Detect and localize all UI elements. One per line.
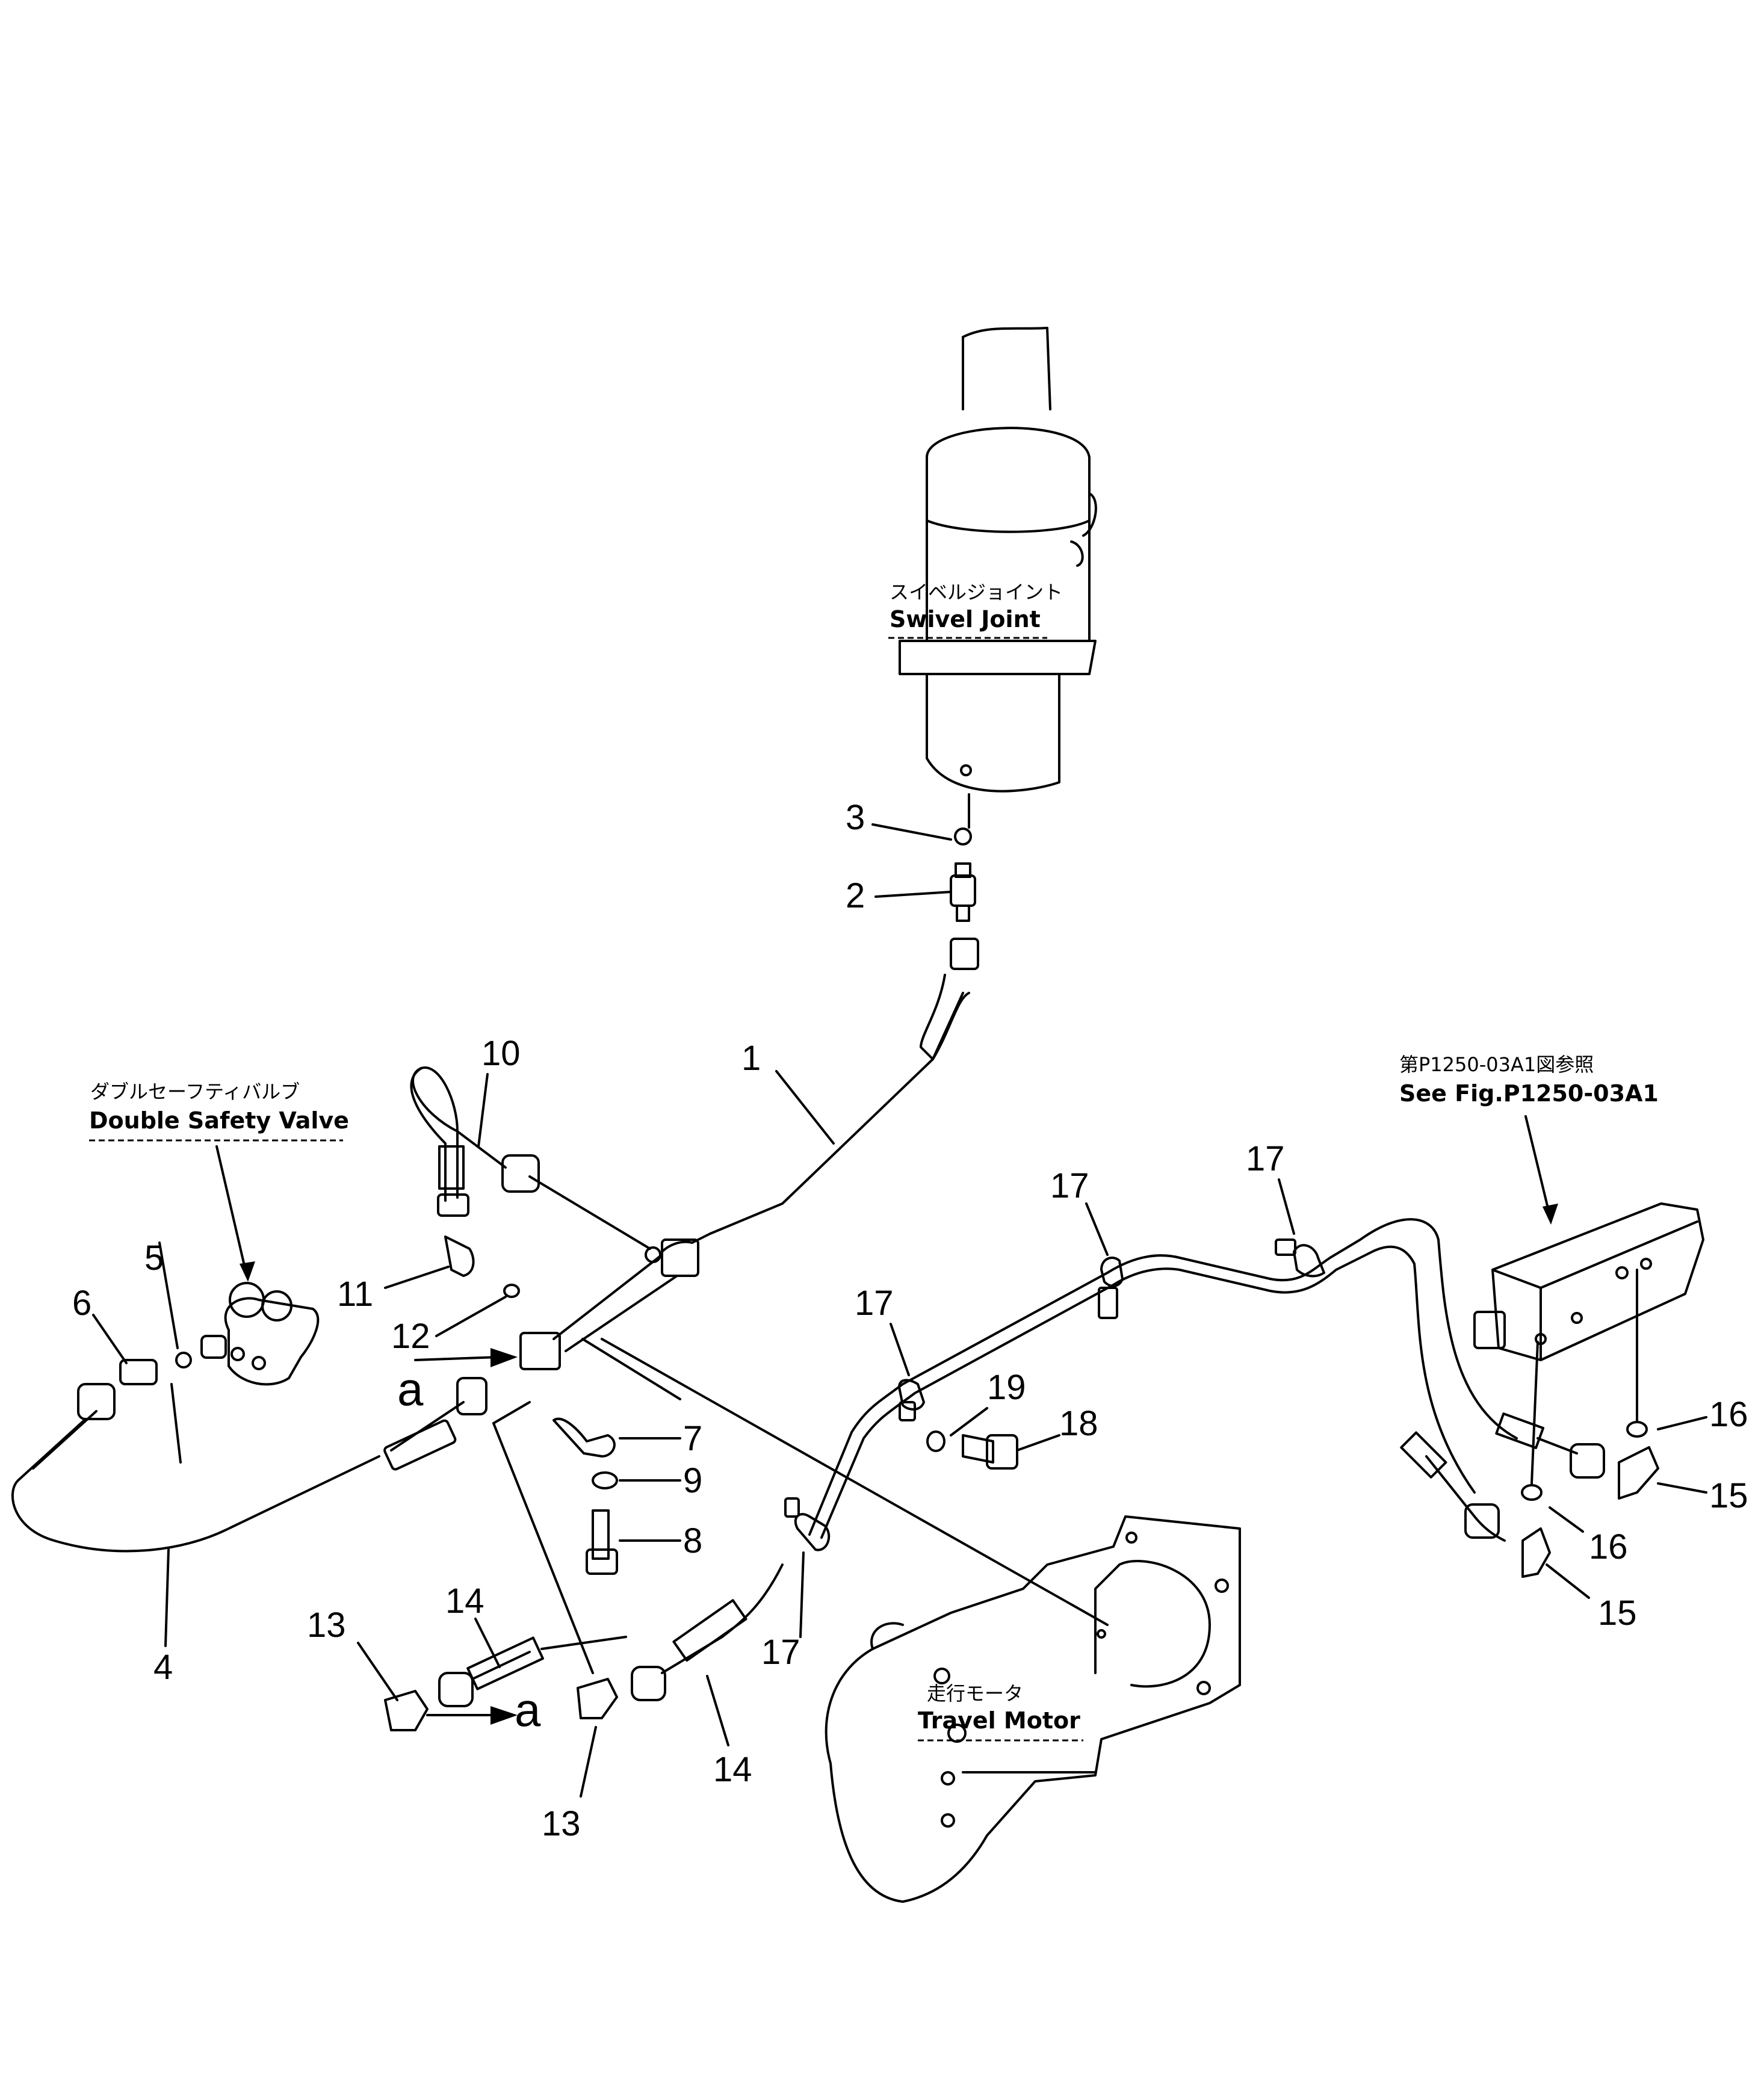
callout-4: 4 xyxy=(153,1648,173,1687)
elbow-15-upper xyxy=(1618,1446,1659,1500)
washer-9 xyxy=(592,1471,618,1489)
leader-13-right-long xyxy=(492,1422,594,1674)
pipe-main xyxy=(808,1218,1518,1539)
callout-3: 3 xyxy=(846,798,865,837)
label-double-safety-valve: ダブルセーフティバルブ Double Safety Valve xyxy=(89,1080,349,1142)
elbow-13-right xyxy=(577,1678,618,1719)
leader-line-motor xyxy=(601,1338,1109,1626)
hose-right-upper xyxy=(1495,1412,1605,1479)
swivel-joint xyxy=(899,327,1097,829)
label-swivel-joint: スイベルジョイント Swivel Joint xyxy=(888,581,1063,639)
o-ring-5 xyxy=(175,1352,192,1368)
swivel-joint-en: Swivel Joint xyxy=(890,606,1041,632)
callout-16-upper: 16 xyxy=(1709,1395,1748,1434)
o-ring-16-upper xyxy=(1626,1421,1648,1438)
ref-arrow-lower xyxy=(426,1706,518,1725)
elbow-15-lower xyxy=(1521,1527,1551,1578)
washer-19 xyxy=(926,1430,945,1452)
leader-bracket xyxy=(492,1401,531,1424)
bolt-18 xyxy=(962,1434,1018,1470)
callout-9: 9 xyxy=(683,1461,702,1500)
callout-18: 18 xyxy=(1059,1404,1098,1443)
swivel-joint-jp: スイベルジョイント xyxy=(890,581,1063,604)
callout-17-b: 17 xyxy=(1050,1166,1089,1205)
ref-a-upper: a xyxy=(397,1362,424,1415)
ref-arrow-upper xyxy=(414,1348,518,1367)
callout-19: 19 xyxy=(987,1368,1026,1407)
callout-14-left: 14 xyxy=(445,1582,484,1621)
connector-6 xyxy=(119,1359,158,1385)
callout-6: 6 xyxy=(72,1284,91,1323)
callout-17-a: 17 xyxy=(855,1284,894,1323)
double-safety-valve-jp: ダブルセーフティバルブ xyxy=(90,1080,300,1103)
clamp-17-b xyxy=(898,1379,925,1421)
travel-motor xyxy=(825,1515,1241,1903)
callout-8: 8 xyxy=(683,1521,702,1560)
bolt-8 xyxy=(586,1509,618,1575)
label-travel-motor: 走行モータ Travel Motor xyxy=(918,1682,1083,1742)
clamp-17-c xyxy=(1098,1257,1124,1319)
clamp-7 xyxy=(552,1417,616,1458)
callout-5: 5 xyxy=(144,1238,164,1278)
hose-4 xyxy=(11,1377,487,1553)
callout-17-c: 17 xyxy=(1246,1139,1285,1178)
callout-15-lower: 15 xyxy=(1598,1594,1637,1633)
see-fig-en: See Fig.P1250-03A1 xyxy=(1399,1080,1659,1107)
label-see-fig: 第P1250-03A1図参照 See Fig.P1250-03A1 xyxy=(1399,1053,1659,1107)
callout-13-right: 13 xyxy=(542,1804,581,1843)
control-valve-block xyxy=(1473,1115,1704,1361)
elbow-11 xyxy=(444,1235,475,1277)
pipe-10 xyxy=(410,1066,651,1250)
double-safety-valve-en: Double Safety Valve xyxy=(89,1107,349,1134)
callout-13-left: 13 xyxy=(307,1606,346,1645)
hose-14-left xyxy=(438,1636,627,1707)
callout-11: 11 xyxy=(337,1275,373,1314)
leader-16-lower xyxy=(1530,1341,1539,1485)
callout-2: 2 xyxy=(846,876,865,915)
hose-14-right xyxy=(631,1563,784,1701)
travel-motor-jp: 走行モータ xyxy=(927,1682,1023,1705)
callout-16-lower: 16 xyxy=(1589,1527,1628,1566)
connector-2 xyxy=(950,862,976,922)
elbow-13-left xyxy=(384,1690,429,1731)
clamp-17-d xyxy=(1275,1238,1325,1278)
o-ring-16-lower xyxy=(1521,1484,1543,1501)
o-ring-3 xyxy=(954,827,972,846)
hose-right-lower xyxy=(1400,1431,1506,1542)
leader-line-12 xyxy=(581,1338,681,1400)
callout-1: 1 xyxy=(741,1039,761,1078)
o-ring-12 xyxy=(503,1284,520,1298)
pipe-1 xyxy=(709,938,979,1235)
callout-numbers: 1 2 3 4 5 6 7 8 9 10 11 12 13 13 14 14 1… xyxy=(72,798,1748,1843)
callout-15-upper: 15 xyxy=(1709,1476,1748,1515)
callout-12: 12 xyxy=(391,1317,430,1356)
callout-17-d: 17 xyxy=(761,1633,800,1672)
travel-motor-en: Travel Motor xyxy=(918,1707,1080,1734)
callout-10: 10 xyxy=(481,1034,521,1073)
double-safety-valve xyxy=(200,1145,320,1386)
ref-a-lower: a xyxy=(515,1683,541,1736)
clamp-17-a xyxy=(784,1497,831,1551)
callout-14-right: 14 xyxy=(713,1750,752,1789)
tee-fitting xyxy=(519,1232,711,1370)
leader-lines xyxy=(92,823,1707,1798)
callout-7: 7 xyxy=(683,1419,702,1458)
see-fig-jp: 第P1250-03A1図参照 xyxy=(1399,1053,1594,1076)
